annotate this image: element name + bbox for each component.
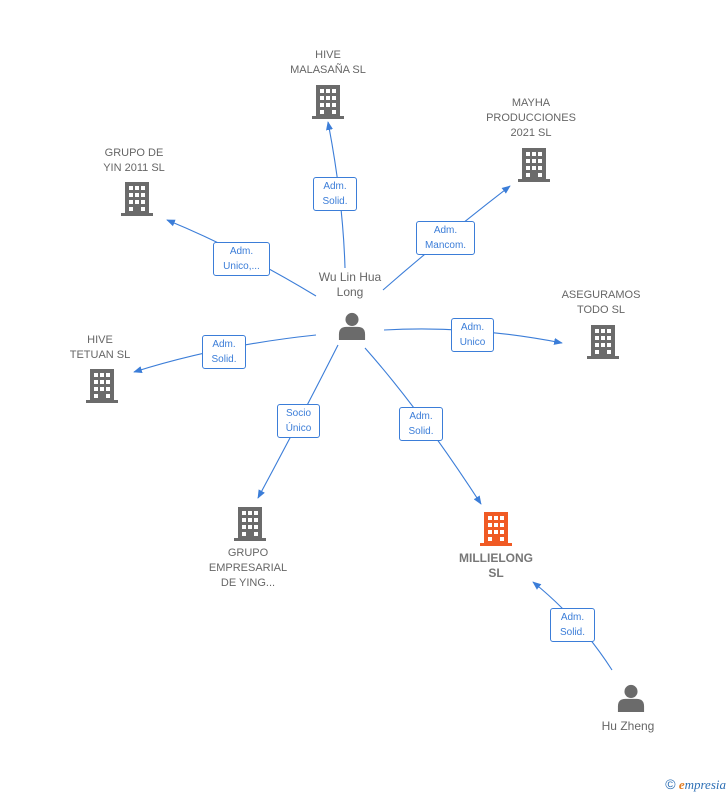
node-label-hive-malasana[interactable]: HIVE MALASAÑA SL (290, 49, 366, 76)
person-icon[interactable] (338, 312, 366, 340)
brand-logo: © empresia (665, 776, 726, 793)
building-icon[interactable] (518, 148, 550, 182)
node-label-grupo-empresarial[interactable]: GRUPO EMPRESARIAL DE YING... (208, 547, 288, 589)
brand-initial: e (678, 777, 685, 792)
node-label-aseguramos[interactable]: ASEGURAMOS TODO SL (561, 289, 641, 316)
building-icon[interactable] (86, 369, 118, 403)
edge-label-mayha: Adm. Mancom. (416, 221, 475, 255)
person-icon[interactable] (617, 684, 645, 712)
edge-label-millielong: Adm. Solid. (399, 407, 443, 441)
edge-label-aseguramos: Adm. Unico (451, 318, 494, 352)
building-icon-highlighted[interactable] (480, 512, 512, 546)
edge-label-grupo-yin: Adm. Unico,... (213, 242, 270, 276)
building-icon[interactable] (312, 85, 344, 119)
node-label-grupo-yin[interactable]: GRUPO DE YIN 2011 SL (103, 147, 165, 174)
edge-label-grupo-empresarial: Socio Único (277, 404, 320, 438)
node-label-mayha[interactable]: MAYHA PRODUCCIONES 2021 SL (486, 97, 576, 139)
copyright-icon: © (665, 776, 676, 792)
edge-label-hive-malasana: Adm. Solid. (313, 177, 357, 211)
building-icon[interactable] (587, 325, 619, 359)
person-label-hu-zheng[interactable]: Hu Zheng (601, 719, 655, 733)
node-label-hive-tetuan[interactable]: HIVE TETUAN SL (69, 334, 131, 361)
brand-name: mpresia (684, 777, 726, 792)
edge-label-hu-zheng: Adm. Solid. (550, 608, 595, 642)
edge-label-hive-tetuan: Adm. Solid. (202, 335, 246, 369)
building-icon[interactable] (121, 182, 153, 216)
node-label-millielong[interactable]: MILLIELONG SL (459, 551, 533, 580)
building-icon[interactable] (234, 507, 266, 541)
person-label-wu-lin[interactable]: Wu Lin Hua Long (318, 270, 382, 299)
